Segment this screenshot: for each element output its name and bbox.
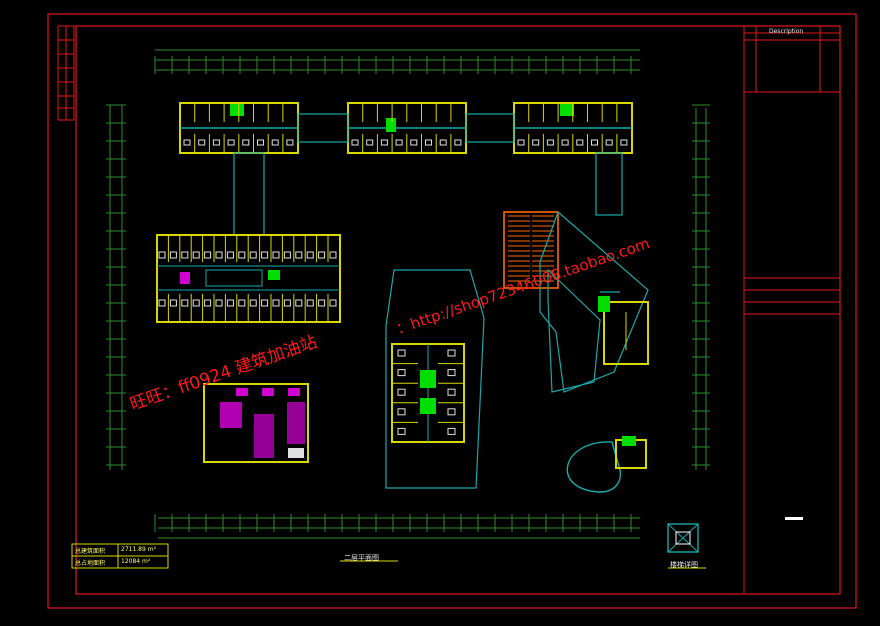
title-block-header: Description [769,28,804,35]
room-grid-mid [158,235,337,322]
area-label-2: 总占地面积 [75,560,106,567]
connecting-corridors [233,113,623,236]
dimension-ticks [106,56,710,532]
canteen-block [203,383,309,463]
area-value-2: 12084 m² [121,558,151,565]
area-label-1: 总建筑面积 [75,548,106,555]
annex-block [598,296,649,365]
inner-frame [75,25,841,595]
binding-strip [57,25,75,121]
area-table [71,543,169,569]
stair-detail [667,523,699,553]
stair-core [503,211,559,289]
sheet-border [47,13,857,609]
room-grid-tower [392,349,464,435]
area-value-1: 2711.89 m² [121,546,156,553]
round-pavilion [566,436,647,493]
detail-title: 楼梯详图 [670,561,698,569]
room-grid-top [183,103,628,153]
title-block-stamp [785,517,803,520]
dimension-lines [109,49,707,539]
title-block [743,25,841,594]
diagonal-wing [539,210,649,393]
plan-title: 二层平面图 [344,554,379,562]
central-tower [385,269,485,489]
